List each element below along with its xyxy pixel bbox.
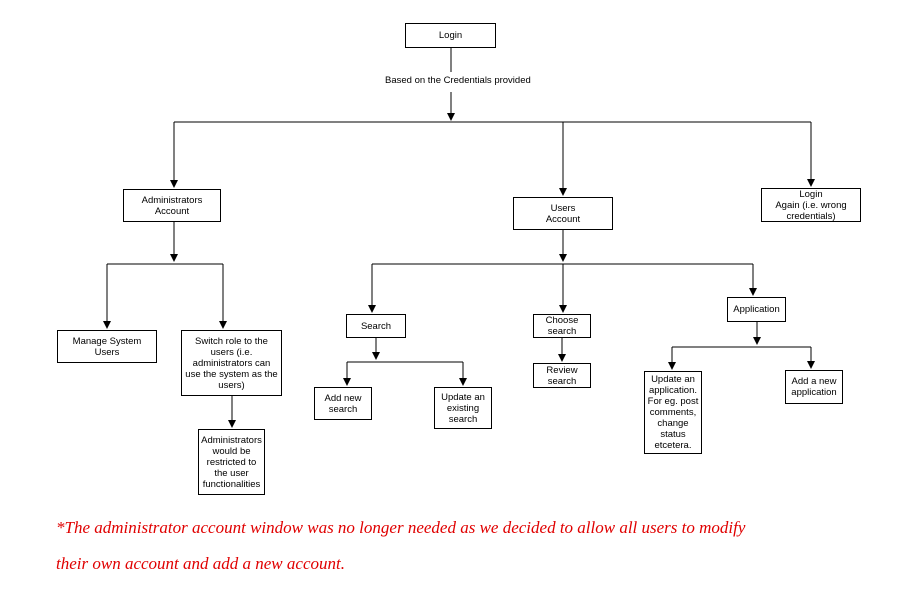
login-again-box: Login Again (i.e. wrong credentials) bbox=[761, 188, 861, 222]
switch-role-box: Switch role to the users (i.e. administr… bbox=[181, 330, 282, 396]
update-existing-search-box: Update an existing search bbox=[434, 387, 492, 429]
add-new-application-box: Add a new application bbox=[785, 370, 843, 404]
administrators-account-box: Administrators Account bbox=[123, 189, 221, 222]
note-line-1: *The administrator account window was no… bbox=[56, 518, 746, 537]
update-application-box: Update an application. For eg. post comm… bbox=[644, 371, 702, 454]
administrators-restricted-box: Administrators would be restricted to th… bbox=[198, 429, 265, 495]
review-search-box: Review search bbox=[533, 363, 591, 388]
manage-system-users-box: Manage System Users bbox=[57, 330, 157, 363]
search-box: Search bbox=[346, 314, 406, 338]
application-box: Application bbox=[727, 297, 786, 322]
note-line-2: their own account and add a new account. bbox=[56, 554, 345, 573]
add-new-search-box: Add new search bbox=[314, 387, 372, 420]
login-box: Login bbox=[405, 23, 496, 48]
choose-search-box: Choose search bbox=[533, 314, 591, 338]
users-account-box: Users Account bbox=[513, 197, 613, 230]
credentials-edge-label: Based on the Credentials provided bbox=[382, 75, 534, 86]
